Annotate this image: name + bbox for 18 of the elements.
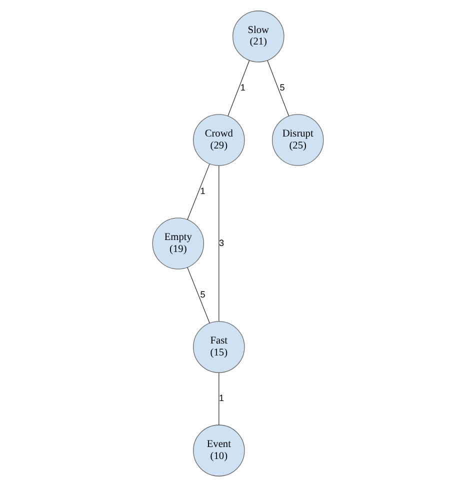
- node-circle: Event (10): [193, 424, 245, 476]
- node-circle: Slow (21): [232, 10, 284, 62]
- edge-label: 1: [240, 82, 246, 93]
- connector: [228, 60, 250, 116]
- connector: [187, 267, 210, 324]
- edge-label: 1: [218, 393, 224, 404]
- node-circle: Empty (19): [152, 218, 204, 270]
- edge-label: 1: [200, 186, 206, 196]
- edge-label: 5: [280, 82, 285, 93]
- connector: [267, 60, 290, 116]
- edge-label: 3: [218, 238, 224, 248]
- edge-label: 5: [200, 290, 206, 300]
- connector: [187, 164, 210, 220]
- node-circle: Disrupt (25): [272, 114, 324, 166]
- connector: [218, 165, 220, 322]
- node-circle: Crowd (29): [193, 114, 245, 166]
- connector: [218, 372, 220, 426]
- node-circle: Fast (15): [193, 321, 245, 373]
